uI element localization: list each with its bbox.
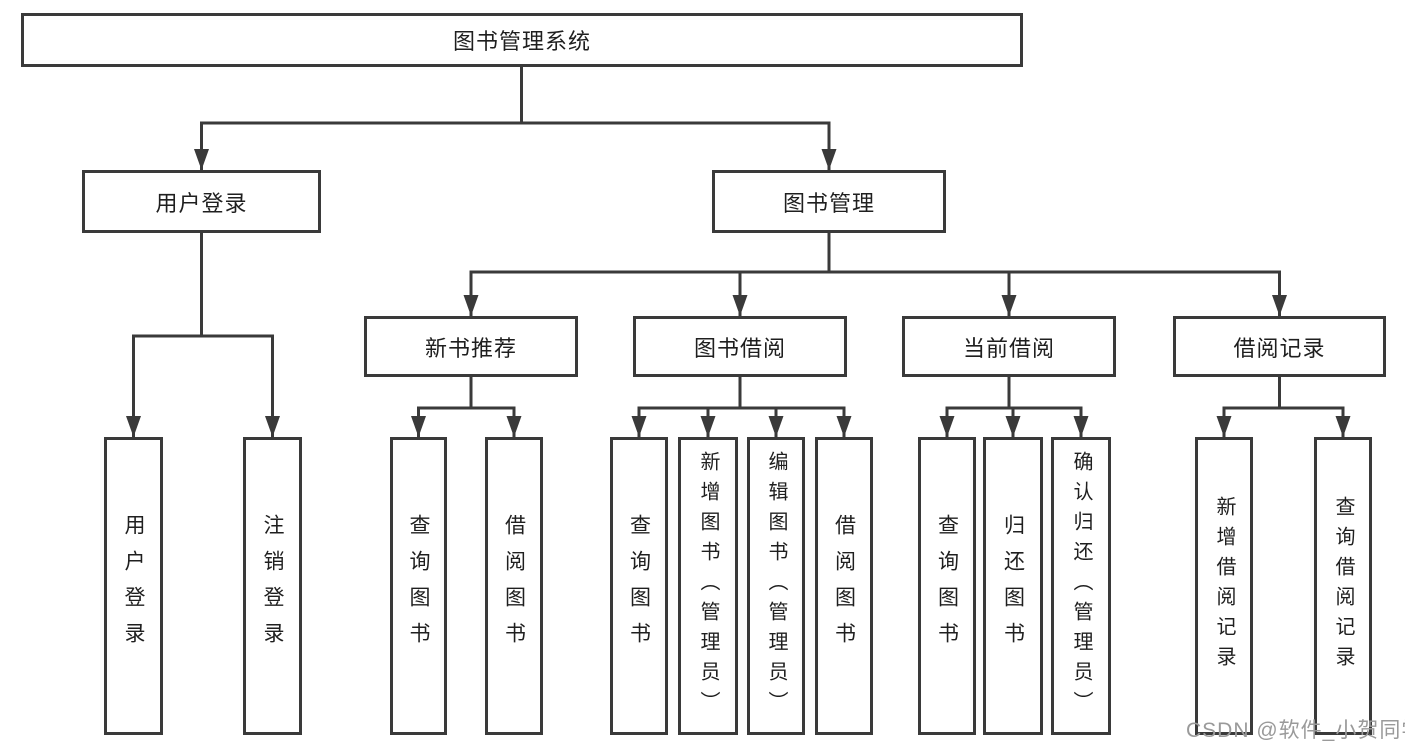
leaf-borrowing-query-books: 查询图书 [610, 437, 668, 735]
leaf-label: 查询借阅记录 [1332, 496, 1354, 676]
leaf-recommend-query-books: 查询图书 [390, 437, 447, 735]
leaf-label: 借阅图书 [502, 514, 526, 658]
node-label: 当前借阅 [962, 335, 1055, 361]
leaf-label: 确认归还（管理员） [1070, 451, 1092, 721]
leaf-label: 查询图书 [935, 514, 959, 658]
leaf-label: 新增图书（管理员） [697, 451, 719, 721]
leaf-label: 新增借阅记录 [1213, 496, 1235, 676]
leaf-user-login: 用户登录 [104, 437, 163, 735]
node-book-borrowing: 图书借阅 [633, 316, 847, 377]
leaf-logout: 注销登录 [243, 437, 302, 735]
node-label: 图书借阅 [693, 335, 786, 361]
node-new-book-recommend: 新书推荐 [364, 316, 578, 377]
leaf-label: 查询图书 [407, 514, 430, 658]
leaf-records-query-record: 查询借阅记录 [1314, 437, 1372, 735]
leaf-current-confirm-return-admin: 确认归还（管理员） [1051, 437, 1111, 735]
leaf-current-query-books: 查询图书 [918, 437, 976, 735]
node-label: 图书管理系统 [452, 29, 591, 54]
leaf-label: 借阅图书 [832, 514, 856, 658]
leaf-borrowing-edit-books-admin: 编辑图书（管理员） [747, 437, 805, 735]
leaf-label: 归还图书 [1001, 514, 1025, 658]
node-label: 新书推荐 [424, 335, 517, 361]
leaf-borrowing-add-books-admin: 新增图书（管理员） [678, 437, 738, 735]
node-current-borrowing: 当前借阅 [902, 316, 1116, 377]
leaf-label: 编辑图书（管理员） [765, 451, 787, 721]
leaf-label: 注销登录 [261, 514, 284, 658]
leaf-recommend-borrow-books: 借阅图书 [485, 437, 543, 735]
node-book-management: 图书管理 [712, 170, 946, 233]
leaf-label: 用户登录 [122, 514, 145, 658]
arrowheads [126, 149, 1351, 437]
node-user-login: 用户登录 [82, 170, 321, 233]
watermark: CSDN @软件_小贺同学 [1186, 719, 1405, 742]
node-library-management-system: 图书管理系统 [21, 13, 1023, 67]
node-borrowing-records: 借阅记录 [1173, 316, 1386, 377]
leaf-borrowing-borrow-books: 借阅图书 [815, 437, 873, 735]
node-label: 借阅记录 [1233, 335, 1326, 361]
leaf-records-add-record: 新增借阅记录 [1195, 437, 1253, 735]
leaf-label: 查询图书 [627, 514, 651, 658]
leaf-current-return-books: 归还图书 [983, 437, 1043, 735]
node-label: 图书管理 [782, 190, 875, 216]
node-label: 用户登录 [155, 190, 248, 216]
